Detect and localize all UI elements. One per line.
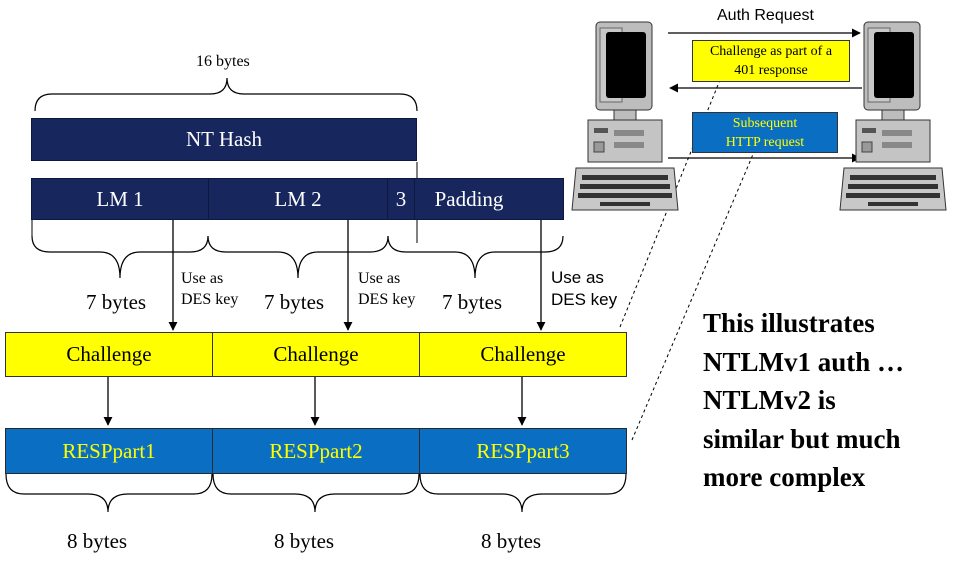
des-key-label-2-line1: Use as: [358, 270, 401, 287]
note-line-5: more complex: [703, 462, 866, 492]
des-key-label-3-line2: DES key: [551, 290, 618, 309]
note-line-4: similar but much: [703, 423, 901, 454]
brace-resp2: [212, 473, 420, 513]
note-line-3: NTLMv2 is: [703, 385, 836, 415]
challenge-label-2: Challenge: [273, 342, 359, 366]
resp-label-2: RESPpart2: [269, 438, 363, 463]
eight-bytes-label-2: 8 bytes: [274, 529, 335, 553]
nt-hash-label: NT Hash: [185, 127, 263, 151]
brace-resp3: [419, 473, 627, 513]
des-key-label-1-line2: DES key: [181, 291, 239, 308]
dotted-resp-link: [631, 151, 755, 441]
lm1-label: LM 1: [96, 186, 144, 211]
seven-bytes-label-2: 7 bytes: [264, 290, 325, 314]
padding-segment: Padding: [414, 178, 564, 220]
auth-request-label: Auth Request: [717, 7, 814, 24]
top-brace: [34, 77, 418, 112]
resp-box-2: RESPpart2: [212, 428, 420, 474]
explanation-note: This illustrates NTLMv1 auth … NTLMv2 is…: [703, 304, 904, 497]
challenge-box-3: Challenge: [419, 332, 627, 377]
seven-bytes-label-1: 7 bytes: [86, 290, 147, 314]
brace-lm3: [387, 235, 564, 279]
challenge-label-3: Challenge: [480, 342, 566, 366]
challenge-message-box: Challenge as part of a 401 response: [692, 40, 850, 82]
brace-lm2: [207, 235, 389, 279]
des-key-label-3: Use as DES key: [551, 267, 617, 311]
challenge-message-line2: 401 response: [734, 63, 808, 78]
sixteen-bytes-label: 16 bytes: [196, 53, 250, 70]
brace-resp1: [5, 473, 213, 513]
lm2-segment: LM 2: [208, 178, 388, 220]
des-key-label-3-line1: Use as: [551, 268, 604, 287]
client-computer-icon: [571, 21, 679, 211]
eight-bytes-label-1: 8 bytes: [67, 529, 128, 553]
des-key-label-1: Use as DES key: [181, 268, 238, 310]
des-key-label-2: Use as DES key: [358, 268, 415, 310]
challenge-box-2: Challenge: [212, 332, 420, 377]
seven-bytes-label-3: 7 bytes: [442, 290, 503, 314]
challenge-label-1: Challenge: [66, 342, 152, 366]
subsequent-line1: Subsequent: [732, 116, 798, 131]
resp-box-1: RESPpart1: [5, 428, 213, 474]
lm3-label: 3: [395, 186, 407, 211]
resp-label-1: RESPpart1: [62, 438, 156, 463]
nt-hash-bar: NT Hash: [31, 118, 417, 161]
brace-lm1: [31, 235, 209, 279]
lm3-segment: 3: [387, 178, 415, 220]
eight-bytes-label-3: 8 bytes: [481, 529, 542, 553]
note-line-2: NTLMv1 auth …: [703, 346, 905, 377]
lm2-label: LM 2: [274, 186, 322, 211]
lm1-segment: LM 1: [31, 178, 209, 220]
des-key-label-1-line1: Use as: [181, 270, 224, 287]
padding-label: Padding: [434, 186, 504, 211]
resp-box-3: RESPpart3: [419, 428, 627, 474]
server-computer-icon: [839, 21, 947, 211]
des-key-label-2-line2: DES key: [358, 291, 416, 308]
challenge-message-line1: Challenge as part of a: [709, 44, 833, 59]
subsequent-request-box: Subsequent HTTP request: [692, 112, 838, 153]
resp-label-3: RESPpart3: [476, 438, 570, 463]
note-line-1: This illustrates: [703, 308, 875, 338]
subsequent-line2: HTTP request: [725, 135, 805, 150]
challenge-box-1: Challenge: [5, 332, 213, 377]
